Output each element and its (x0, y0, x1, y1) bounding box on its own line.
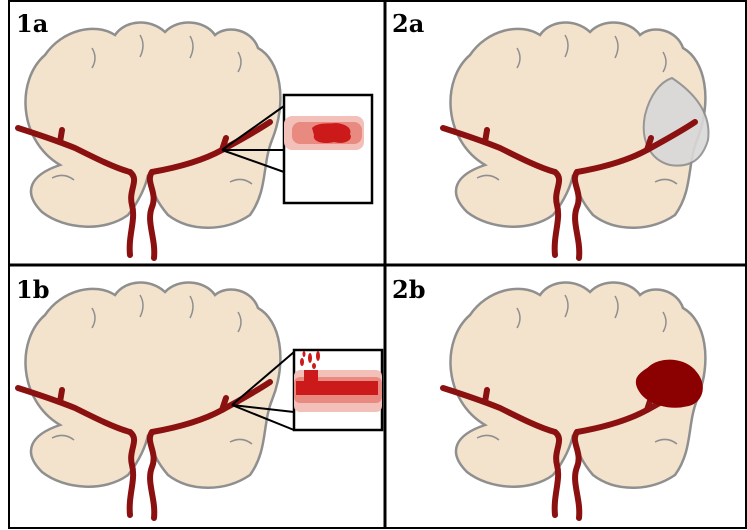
panel-1b: 1b (16, 275, 382, 518)
panel-2b: 2b (392, 275, 705, 518)
clot-icon (312, 123, 351, 143)
panel-1a: 1a (16, 9, 372, 258)
inset-occlusion-1a (284, 95, 372, 203)
panel-label-1b: 1b (16, 275, 49, 304)
panel-label-2b: 2b (392, 275, 425, 304)
inset-rupture-1b (294, 350, 382, 430)
panel-label-1a: 1a (16, 9, 48, 38)
panel-label-2a: 2a (392, 9, 424, 38)
panel-2a: 2a (392, 9, 708, 258)
